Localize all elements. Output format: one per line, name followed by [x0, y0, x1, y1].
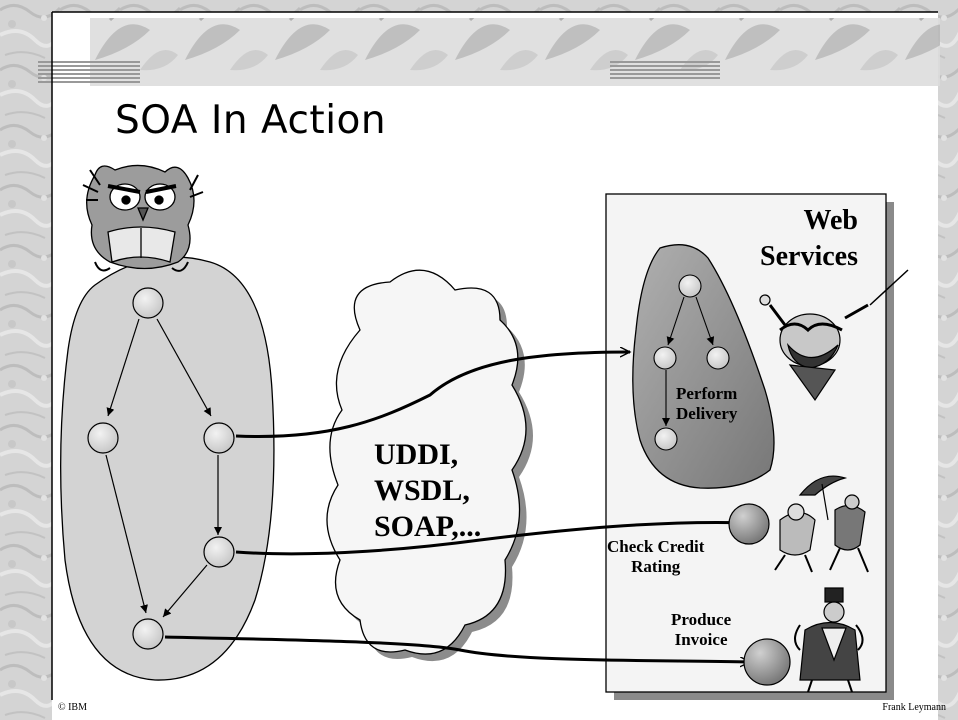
cloud-line-soap: SOAP,... [374, 510, 482, 543]
perform-delivery-label: Perform Delivery [676, 384, 737, 424]
cloud-line-wsdl: WSDL, [374, 474, 470, 507]
perform-delivery-line1: Perform [676, 384, 738, 403]
cartoon-tuxedo-man-icon [794, 587, 864, 693]
right-marble-band [938, 0, 958, 720]
check-credit-node [728, 503, 770, 545]
process-edges [105, 318, 222, 618]
top-leaf-banner [90, 18, 940, 86]
check-credit-label: Check Credit Rating [607, 537, 704, 577]
banner-stripes [38, 61, 720, 83]
produce-invoice-line1: Produce [671, 610, 732, 629]
web-services-title-line1: Web [803, 205, 858, 236]
service-edges [662, 296, 715, 426]
slide-title: SOA In Action [115, 98, 387, 143]
check-credit-line1: Check Credit [607, 537, 705, 556]
process-nodes [87, 287, 235, 650]
top-marble-band [52, 0, 958, 12]
footer-author: Frank Leymann [882, 702, 946, 713]
produce-invoice-label: Produce Invoice [671, 610, 731, 650]
umbrella-men-icon [774, 475, 869, 573]
service-inner-nodes [653, 274, 730, 451]
owl-reading-icon [82, 164, 204, 272]
check-credit-line2: Rating [631, 557, 681, 576]
cloud-line-uddi: UDDI, [374, 438, 459, 471]
web-services-title-line2: Services [760, 241, 858, 272]
cloud [326, 269, 533, 662]
cloud-label: UDDI, WSDL, SOAP,... [374, 437, 481, 545]
invocation-arrows [164, 352, 750, 662]
perform-delivery-line2: Delivery [676, 404, 738, 423]
process-blob [60, 256, 275, 681]
footer-copyright: © IBM [58, 702, 87, 713]
produce-invoice-node [743, 638, 791, 686]
web-services-title: Web Services [760, 203, 858, 275]
produce-invoice-line2: Invoice [674, 630, 728, 649]
left-marble-band [0, 0, 52, 720]
perform-delivery-blob [632, 244, 775, 489]
cartoon-man-icon [759, 269, 909, 402]
